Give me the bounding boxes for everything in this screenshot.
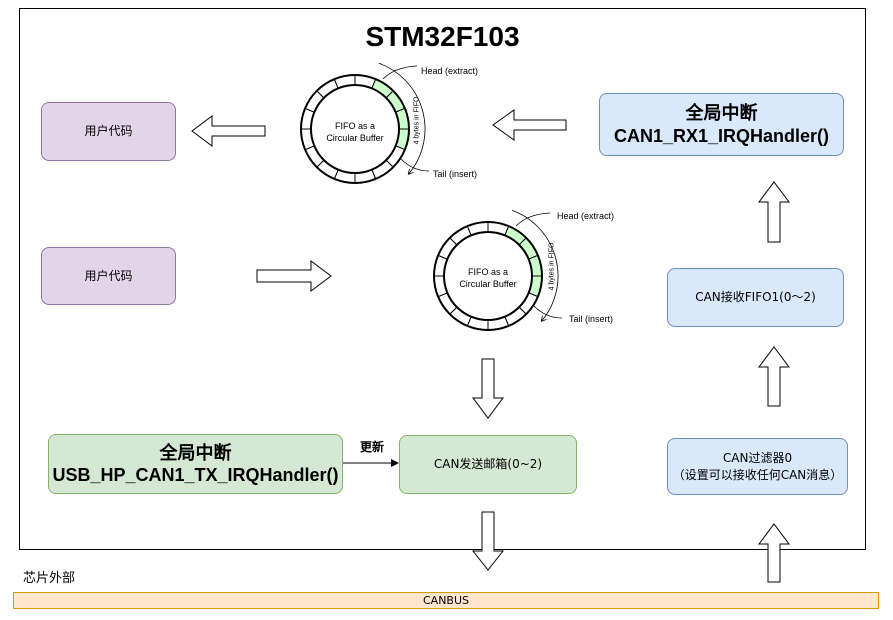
chip-title: STM32F103: [365, 21, 520, 52]
fifo-direction-arc: [378, 62, 426, 174]
arrow-canbus-to-filter: [758, 523, 790, 583]
fifo-top-side-label: 4 bytes in FIFO: [413, 96, 421, 145]
fifo-tail-pointer: [533, 305, 563, 319]
user-code-label-middle: 用户代码: [84, 268, 133, 283]
fifo-direction-arc: [511, 209, 559, 321]
user-code-label-top: 用户代码: [84, 124, 133, 139]
fifo-head-pointer: [515, 212, 551, 227]
fifo-mid-side-label: 4 bytes in FIFO: [548, 242, 556, 291]
user-code-box-top[interactable]: 用户代码: [41, 102, 176, 161]
rx-fifo-label: CAN接收FIFO1(0～2): [695, 290, 816, 305]
fifo-head-pointer: [382, 65, 418, 80]
fifo-ring-middle: [433, 209, 563, 331]
canbus-bar: CANBUS: [13, 592, 879, 609]
rx-irq-handler-name: CAN1_RX1_IRQHandler(): [613, 125, 830, 146]
fifo-top-center-line2: Circular Buffer: [326, 132, 384, 143]
outside-chip-label: 芯片外部: [23, 571, 76, 586]
arrow-filter-to-rx-fifo: [758, 346, 790, 407]
tx-irq-handler-name: USB_HP_CAN1_TX_IRQHandler(): [52, 465, 339, 485]
fifo-outer-ring: [300, 74, 410, 184]
fifo-top-center-text: FIFO as a Circular Buffer: [305, 121, 405, 144]
fifo-mid-head-label: Head (extract): [557, 211, 615, 221]
fifo-top-head-label: Head (extract): [421, 66, 479, 76]
fifo-inner-ring: [310, 84, 400, 174]
fifo-tail-pointer: [400, 158, 430, 172]
user-code-box-middle[interactable]: 用户代码: [41, 247, 176, 305]
tx-mailbox-box[interactable]: CAN发送邮箱(0~2): [399, 435, 577, 494]
arrow-fifo-to-mailbox: [472, 358, 504, 419]
tx-mailbox-label: CAN发送邮箱(0~2): [433, 457, 543, 472]
arrow-rx-to-fifo: [492, 109, 567, 141]
fifo-mid-center-line2: Circular Buffer: [459, 278, 517, 289]
update-label: 更新: [360, 440, 385, 454]
rx-irq-title: 全局中断: [685, 103, 758, 123]
fifo-mid-center-line1: FIFO as a: [467, 267, 508, 277]
tx-irq-handler-box[interactable]: 全局中断 USB_HP_CAN1_TX_IRQHandler(): [48, 434, 343, 494]
arrow-rx-fifo-to-handler: [758, 181, 790, 243]
arrow-mailbox-to-canbus: [471, 511, 505, 571]
rx-fifo-box[interactable]: CAN接收FIFO1(0～2): [667, 268, 844, 327]
can-filter-label: CAN过滤器0: [722, 451, 793, 466]
arrow-user-code-to-fifo: [256, 260, 332, 292]
can-filter-description: （设置可以接收任何CAN消息）: [672, 467, 843, 482]
arrow-fifo-to-user-code: [191, 115, 266, 147]
fifo-inner-ring: [443, 231, 533, 321]
canbus-label: CANBUS: [422, 594, 469, 607]
can-filter-box[interactable]: CAN过滤器0 （设置可以接收任何CAN消息）: [667, 438, 848, 495]
rx-irq-handler-box[interactable]: 全局中断 CAN1_RX1_IRQHandler(): [599, 93, 844, 156]
fifo-top-tail-label: Tail (insert): [433, 169, 478, 179]
fifo-mid-center-text: FIFO as a Circular Buffer: [438, 267, 538, 290]
tx-irq-title: 全局中断: [159, 442, 232, 463]
fifo-outer-ring: [433, 221, 543, 331]
fifo-top-center-line1: FIFO as a: [334, 121, 375, 131]
fifo-mid-tail-label: Tail (insert): [569, 314, 614, 324]
fifo-ring-top: [300, 62, 430, 184]
